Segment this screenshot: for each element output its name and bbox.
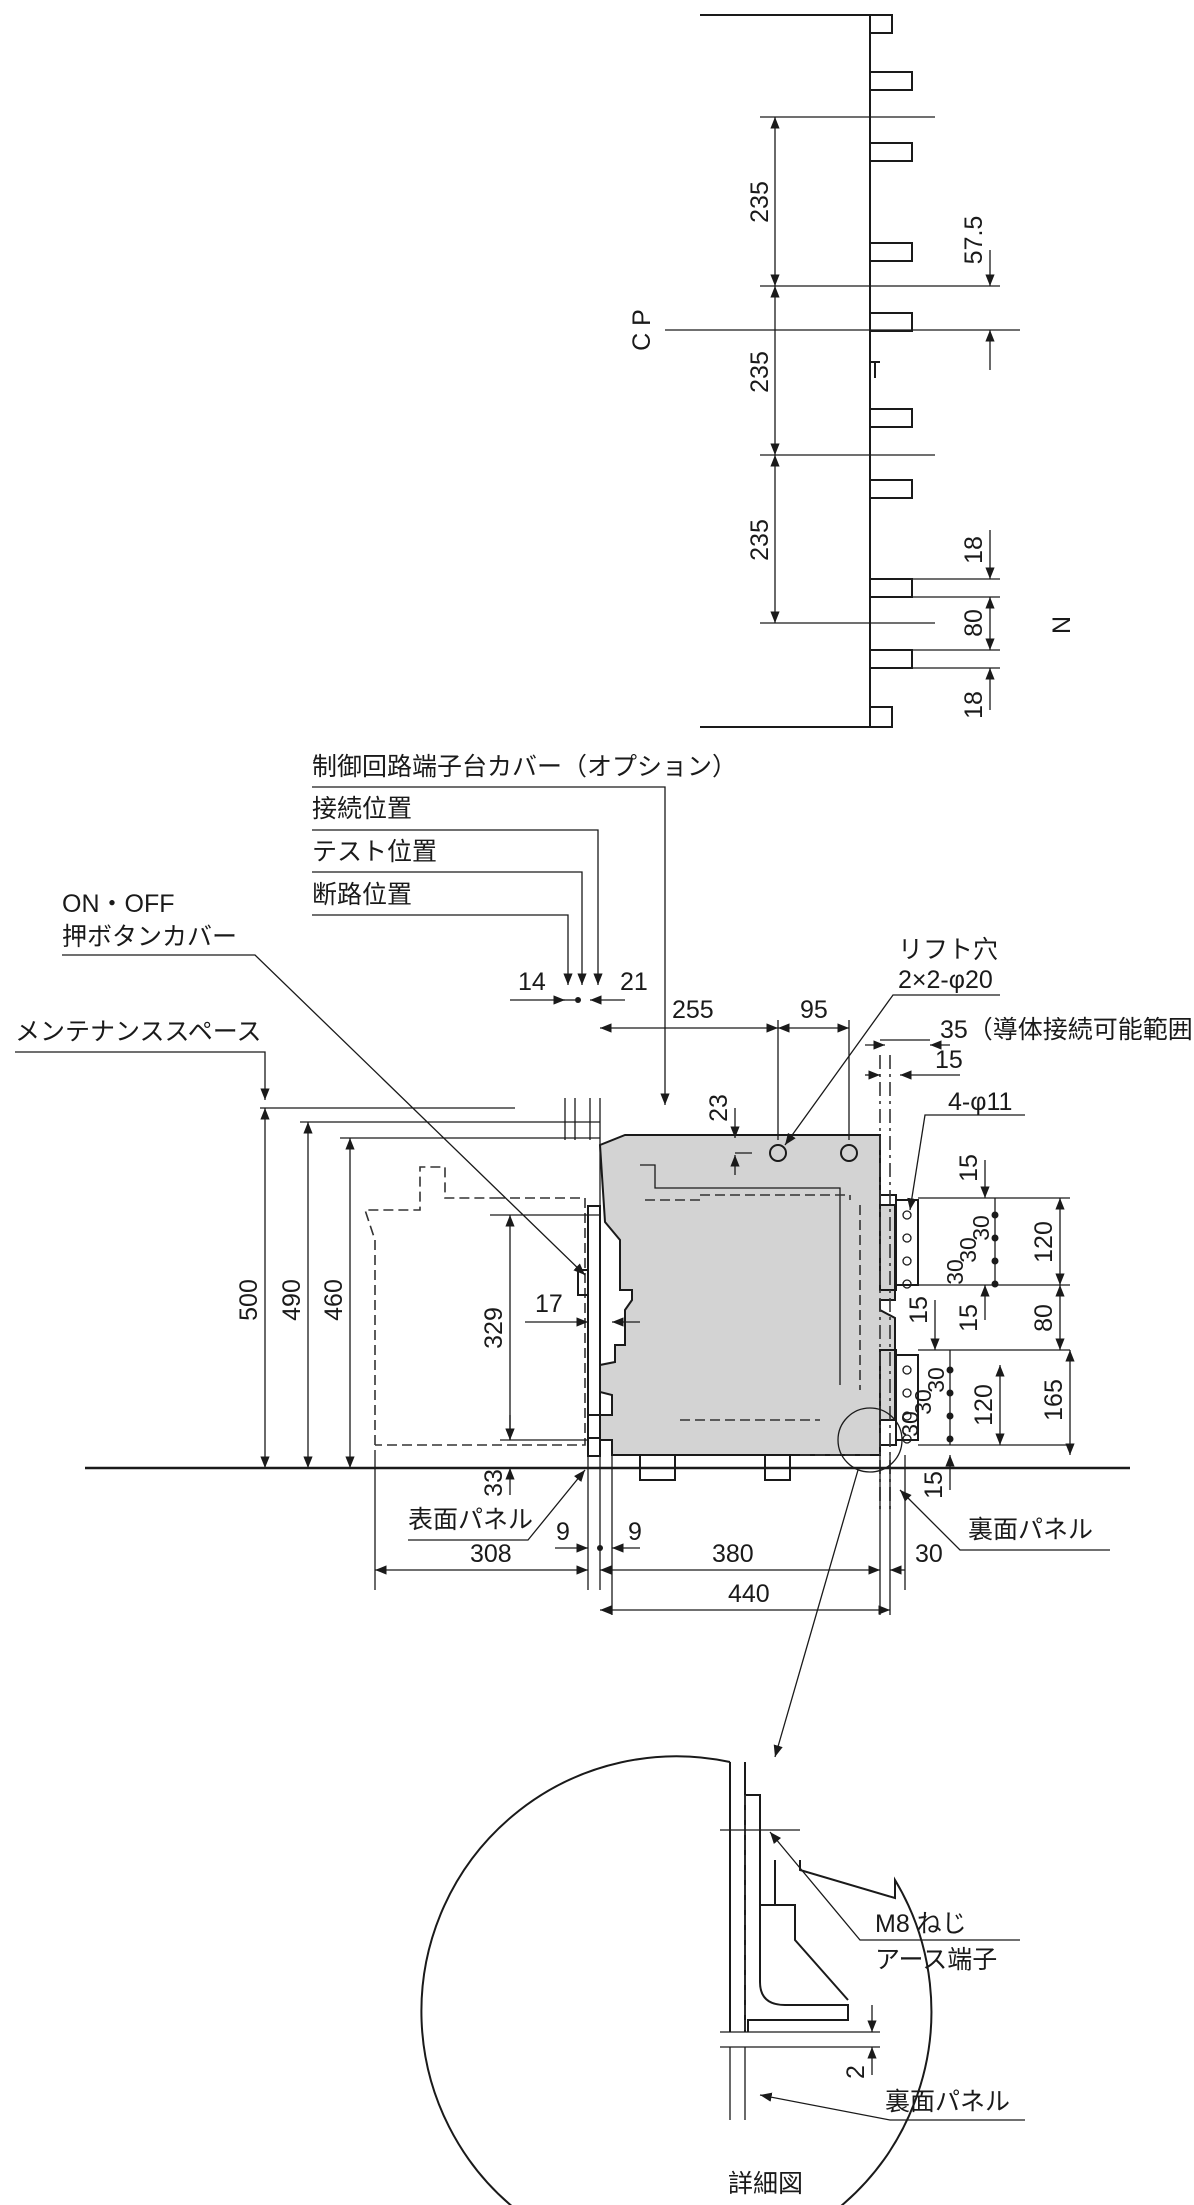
- dim-30-b2: 30: [910, 1389, 936, 1415]
- dim-57-5: 57.5: [960, 216, 988, 265]
- label-lift-hole-line2: 2×2-φ20: [898, 966, 993, 994]
- label-test-position: テスト位置: [312, 838, 437, 866]
- side-view: [85, 1055, 1130, 1615]
- detail-callout-circle: [837, 1407, 903, 1473]
- dim-500: 500: [235, 1279, 263, 1321]
- dim-23: 23: [705, 1094, 733, 1122]
- label-maintenance-space: メンテナンススペース: [15, 1018, 262, 1046]
- label-disconnect-position: 断路位置: [312, 881, 412, 909]
- dim-165: 165: [1040, 1379, 1068, 1421]
- side-dimensions: 14 21 255 95 15 23 500 490 460 329: [235, 968, 1075, 1758]
- dim-2: 2: [842, 2065, 870, 2079]
- label-conductor-range: 35（導体接続可能範囲）: [940, 1016, 1194, 1044]
- detail-view: M8 ねじ アース端子 2 裏面パネル 詳細図: [420, 1755, 1025, 2205]
- dim-235-a: 235: [746, 181, 774, 223]
- detail-title: 詳細図: [728, 2170, 803, 2198]
- top-view: 235 235 235 57.5 C P 18 80 18 N: [628, 14, 1076, 728]
- labels: 制御回路端子台カバー（オプション） 接続位置 テスト位置 断路位置 ON・OFF…: [15, 753, 1194, 1551]
- label-holes-4-phi11: 4-φ11: [948, 1088, 1012, 1116]
- dim-33: 33: [480, 1469, 508, 1497]
- dim-9-b: 9: [628, 1518, 642, 1546]
- dim-18-b: 18: [960, 691, 988, 719]
- dim-21: 21: [620, 968, 648, 996]
- label-onoff-line1: ON・OFF: [62, 890, 175, 918]
- dim-235-c: 235: [746, 519, 774, 561]
- lift-hole-1: [769, 1144, 787, 1162]
- label-front-panel: 表面パネル: [408, 1506, 533, 1534]
- dim-329: 329: [480, 1307, 508, 1349]
- dim-30-a3: 30: [942, 1259, 968, 1285]
- label-m8-screw: M8 ねじ: [875, 1910, 967, 1938]
- dim-460: 460: [320, 1279, 348, 1321]
- dim-17: 17: [535, 1290, 563, 1318]
- dim-490: 490: [278, 1279, 306, 1321]
- dim-15-a: 15: [955, 1154, 983, 1182]
- dim-380: 380: [712, 1540, 754, 1568]
- dim-95: 95: [800, 996, 828, 1024]
- n-label: N: [1048, 616, 1076, 634]
- label-cover-option: 制御回路端子台カバー（オプション）: [312, 753, 737, 781]
- label-earth-terminal: アース端子: [875, 1946, 997, 1974]
- dim-308: 308: [470, 1540, 512, 1568]
- dim-120-a: 120: [1030, 1221, 1058, 1263]
- dim-18-a: 18: [960, 536, 988, 564]
- dim-15-c: 15: [905, 1296, 933, 1324]
- dim-15-d: 15: [920, 1471, 948, 1499]
- dim-30-b1: 30: [923, 1367, 949, 1393]
- label-lift-hole-line1: リフト穴: [898, 936, 998, 964]
- label-rear-panel-detail: 裏面パネル: [885, 2088, 1010, 2116]
- front-panel-plate: [587, 1205, 601, 1457]
- dim-235-b: 235: [746, 351, 774, 393]
- terminal-tabs: [869, 14, 913, 728]
- lift-hole-2: [840, 1144, 858, 1162]
- dim-30-bottom: 30: [915, 1540, 943, 1568]
- dim-30-a2: 30: [955, 1237, 981, 1263]
- label-rear-panel: 裏面パネル: [968, 1516, 1093, 1544]
- label-connect-position: 接続位置: [312, 795, 412, 823]
- dim-15-top: 15: [935, 1046, 963, 1074]
- dim-9-a: 9: [556, 1518, 570, 1546]
- breaker-body: [598, 1134, 896, 1456]
- dim-255: 255: [672, 996, 714, 1024]
- dim-80-top: 80: [960, 609, 988, 637]
- dim-30-a1: 30: [968, 1215, 994, 1241]
- dim-440: 440: [728, 1580, 770, 1608]
- cp-label: C P: [628, 309, 656, 351]
- rear-busbars: [879, 1194, 919, 1446]
- dim-15-b: 15: [955, 1304, 983, 1332]
- label-onoff-line2: 押ボタンカバー: [62, 923, 237, 951]
- dim-80-side: 80: [1030, 1304, 1058, 1332]
- dim-120-b: 120: [970, 1384, 998, 1426]
- dim-14: 14: [518, 968, 546, 996]
